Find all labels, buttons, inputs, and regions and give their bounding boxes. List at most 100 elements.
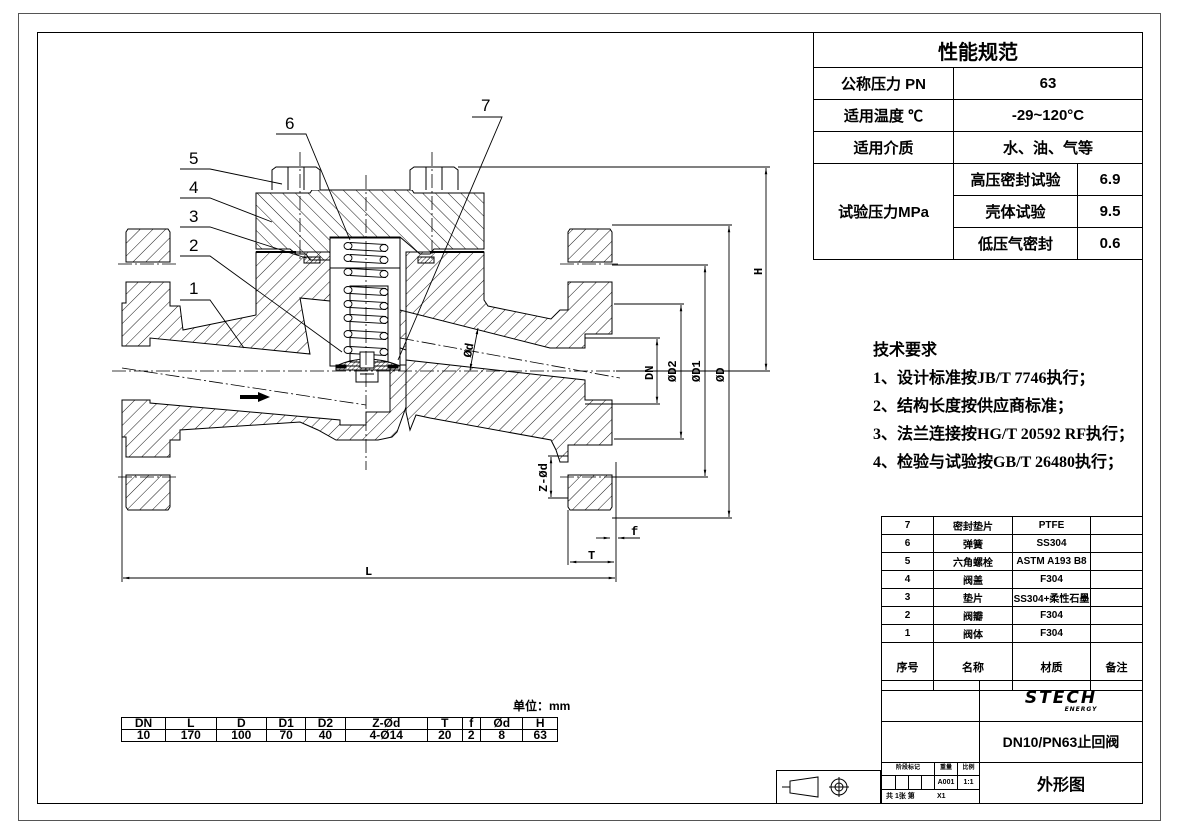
dimension-value: 40	[305, 729, 346, 742]
spring-coil-section	[379, 316, 389, 324]
bom-no: 4	[881, 570, 934, 589]
bom-header-row: 序号名称材质备注	[881, 642, 1143, 691]
bom-material: SS304+柔性石墨	[1012, 588, 1091, 607]
part-label-6: 6	[285, 114, 294, 133]
dimension-lines	[121, 166, 770, 582]
spring-coil-section	[343, 286, 353, 294]
requirement-item: 1、设计标准按JB/T 7746执行；	[873, 370, 1095, 387]
bom-no: 6	[881, 534, 934, 553]
spring-coil-section	[379, 288, 389, 296]
dim-label-DN: DN	[643, 366, 657, 380]
title-block-right: STECH ENERGY DN10/PN63止回阀 外形图	[980, 681, 1142, 803]
stage-cell	[909, 776, 922, 790]
body-right	[391, 251, 613, 463]
test-pressure-label: 试验压力MPa	[813, 163, 954, 260]
left-flange-top	[125, 228, 171, 263]
dim-label-L: L	[365, 565, 372, 579]
bom-note	[1090, 552, 1143, 571]
dim-label-f: f	[631, 525, 638, 539]
test-name: 壳体试验	[953, 195, 1078, 228]
stage-cell	[922, 776, 935, 790]
spring-coil-section	[379, 332, 389, 340]
spring-coil-section	[343, 268, 353, 276]
body-lower-left	[121, 364, 407, 458]
bom-material: SS304	[1012, 534, 1091, 553]
bom-no: 7	[881, 516, 934, 535]
gasket-right	[417, 256, 435, 264]
flow-direction-arrow	[240, 392, 270, 402]
dimension-header: DN	[120, 717, 167, 730]
stage-mark-label: 阶段标记	[882, 762, 935, 776]
bom-name: 阀盖	[933, 570, 1013, 589]
bom-note	[1090, 606, 1143, 625]
spring-coil-section	[379, 270, 389, 278]
part-numbers: 1 2 3 4 5 6 7	[189, 96, 490, 298]
bom-material: PTFE	[1012, 516, 1091, 535]
product-name: DN10/PN63止回阀	[980, 721, 1142, 763]
dimension-value: 20	[427, 729, 463, 742]
dim-label-D: ØD	[714, 368, 728, 382]
part-label-2: 2	[189, 236, 198, 255]
spring-coil-section	[379, 244, 389, 252]
right-flange-top	[567, 228, 613, 263]
bom-name: 密封垫片	[933, 516, 1013, 535]
bom-name: 阀体	[933, 624, 1013, 643]
spring-coils	[343, 242, 389, 356]
bom-no: 3	[881, 588, 934, 607]
dimension-value: 10	[120, 729, 167, 742]
title-block-stage-area: 阶段标记 重量 比例 A001 1:1 共 1张 第 X1	[882, 762, 979, 803]
bom-no: 1	[881, 624, 934, 643]
title-block-blank-1	[882, 681, 979, 722]
bom-header-material: 材质	[1012, 642, 1091, 691]
dimension-value: 2	[461, 729, 482, 742]
bom-material: F304	[1012, 606, 1091, 625]
part-label-5: 5	[189, 149, 198, 168]
spec-value: 63	[953, 67, 1143, 100]
title-block-left: 阶段标记 重量 比例 A001 1:1 共 1张 第 X1	[882, 681, 980, 803]
spring-coil-section	[379, 256, 389, 264]
spring-coil-section	[343, 346, 353, 354]
logo-main-text: STECH	[1024, 687, 1098, 708]
bom-header-name: 名称	[933, 642, 1013, 691]
spec-label: 公称压力 PN	[813, 67, 954, 100]
part-label-1: 1	[189, 279, 198, 298]
dim-label-H: H	[752, 268, 766, 275]
bom-material: ASTM A193 B8	[1012, 552, 1091, 571]
bom-name: 六角螺栓	[933, 552, 1013, 571]
sheet-number: X1	[937, 793, 946, 800]
test-value: 9.5	[1077, 195, 1143, 228]
spec-value: 水、油、气等	[953, 131, 1143, 164]
drawing-name: 外形图	[1036, 776, 1085, 794]
spring-coil-section	[343, 254, 353, 262]
centerlines	[112, 152, 700, 478]
stage-cell	[882, 776, 896, 790]
dimension-labels: L T f H ØD ØD1 ØD2 DN Ød Z-Ød	[365, 268, 766, 579]
dimension-header: D2	[305, 717, 346, 730]
part-label-7: 7	[481, 96, 490, 115]
gasket-left	[303, 256, 321, 264]
dimension-value: 70	[266, 729, 307, 742]
test-value: 0.6	[1077, 227, 1143, 260]
bom-material: F304	[1012, 570, 1091, 589]
valve-body-section	[121, 166, 613, 511]
technical-requirements-title: 技术要求	[873, 342, 938, 359]
requirement-item: 3、法兰连接按HG/T 20592 RF执行；	[873, 426, 1135, 443]
projection-symbol	[782, 776, 849, 798]
bom-header-note: 备注	[1090, 642, 1143, 691]
spring-coil-section	[343, 300, 353, 308]
spring-coil-section	[379, 348, 389, 356]
bom-no: 5	[881, 552, 934, 571]
bom-note	[1090, 516, 1143, 535]
scale-value: 1:1	[958, 776, 979, 790]
dimension-value: 63	[522, 729, 558, 742]
